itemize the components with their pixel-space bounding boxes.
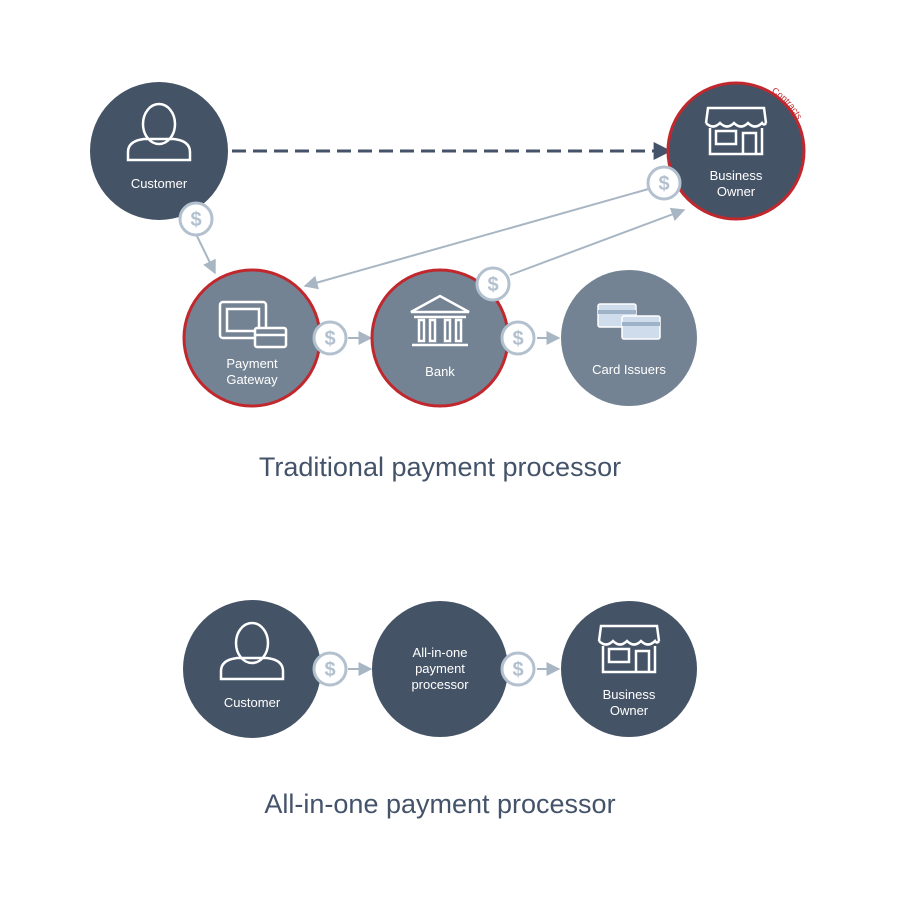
customer-to-gateway-arrow — [195, 233, 216, 275]
bank-to-business-arrow — [509, 207, 686, 276]
bank-icon — [410, 294, 470, 347]
storefront-icon — [597, 624, 661, 674]
aio-business-owner-label-line2: Owner — [610, 703, 649, 718]
business-owner-node: Business Owner Contracts — [666, 81, 806, 221]
payment-gateway-label-line1: Payment — [226, 356, 278, 371]
bank-label: Bank — [425, 364, 455, 379]
dollar-badge: $ — [646, 165, 682, 201]
aio-business-owner-label-line1: Business — [603, 687, 656, 702]
card-issuers-node: Card Issuers — [561, 270, 697, 406]
customer-node: Customer — [90, 82, 228, 220]
aio-processor-node: All-in-one payment processor — [372, 601, 508, 737]
dollar-badge: $ — [178, 201, 214, 237]
business-owner-label-line1: Business — [710, 168, 763, 183]
svg-text:$: $ — [512, 659, 523, 681]
dollar-badge: $ — [500, 651, 536, 687]
dollar-badge: $ — [475, 266, 511, 302]
person-icon — [126, 102, 192, 162]
aio-customer-label: Customer — [224, 695, 281, 710]
customer-label: Customer — [131, 176, 188, 191]
aio-processor-label-line1: All-in-one — [413, 645, 468, 660]
business-owner-label-line2: Owner — [717, 184, 756, 199]
terminal-icon — [218, 300, 288, 349]
aio-customer-node: Customer — [183, 600, 321, 738]
person-icon — [219, 621, 285, 681]
storefront-icon — [704, 106, 768, 156]
traditional-diagram: Customer Business Owner Contracts — [90, 81, 806, 482]
svg-text:$: $ — [190, 209, 201, 231]
aio-business-owner-node: Business Owner — [561, 601, 697, 737]
dollar-badge: $ — [312, 651, 348, 687]
traditional-title: Traditional payment processor — [259, 452, 621, 482]
aio-processor-label-line2: payment — [415, 661, 465, 676]
svg-text:$: $ — [324, 659, 335, 681]
svg-text:$: $ — [487, 274, 498, 296]
payment-gateway-node: Payment Gateway — [182, 268, 322, 408]
card-issuers-label: Card Issuers — [592, 362, 666, 377]
credit-cards-icon — [597, 303, 661, 340]
svg-text:$: $ — [658, 173, 669, 195]
business-to-gateway-arrow — [303, 187, 653, 290]
bank-node: Bank — [370, 268, 510, 408]
all-in-one-diagram: Customer All-in-one payment processor Bu… — [183, 600, 697, 819]
svg-text:$: $ — [512, 328, 523, 350]
aio-processor-label-line3: processor — [411, 677, 469, 692]
all-in-one-title: All-in-one payment processor — [264, 789, 615, 819]
dollar-badge: $ — [500, 320, 536, 356]
payment-gateway-label-line2: Gateway — [226, 372, 278, 387]
dollar-badge: $ — [312, 320, 348, 356]
svg-text:$: $ — [324, 328, 335, 350]
